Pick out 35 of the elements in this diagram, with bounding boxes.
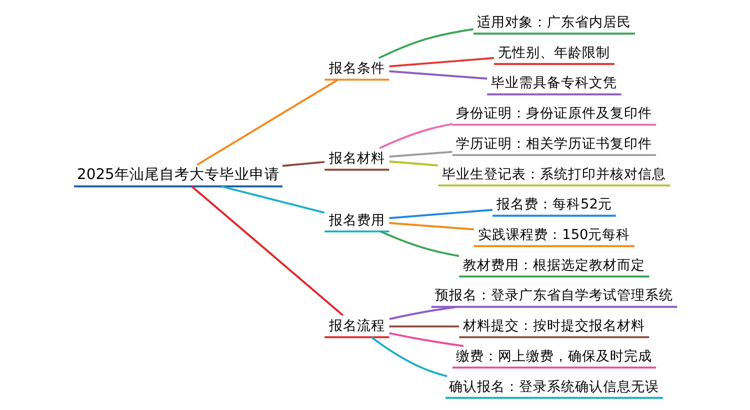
connector [196, 78, 338, 166]
connector [388, 222, 474, 230]
connector [388, 332, 464, 347]
node-text: 材料提交：按时提交报名材料 [462, 318, 645, 334]
connector [388, 70, 487, 80]
node-text: 预报名：登录广东省自学考试管理系统 [434, 288, 673, 304]
node-text: 学历证明：相关学历证书复印件 [456, 136, 652, 152]
node-text: 毕业需具备专科文凭 [490, 75, 617, 92]
connector [378, 122, 452, 150]
connector [388, 325, 459, 328]
node-text: 确认报名：登录系统确认信息无误 [448, 378, 659, 395]
node-text: 教材费用：根据选定教材而定 [462, 257, 645, 274]
node-text: 适用对象：广东省内居民 [476, 14, 631, 30]
connector [378, 28, 473, 59]
node-text: 毕业生登记表：系统打印并核对信息 [442, 166, 666, 182]
connector [388, 150, 452, 158]
connector [282, 160, 324, 167]
node-text: 报名流程 [328, 318, 384, 334]
node-text: 无性别、年龄限制 [498, 44, 610, 61]
node-text: 报名费用 [328, 212, 384, 228]
node-text: 报名条件 [328, 60, 384, 77]
node-text: 报名材料 [328, 150, 384, 167]
node-text: 缴费：网上缴费，确保及时完成 [456, 348, 652, 364]
connector [380, 230, 459, 257]
connector [388, 208, 492, 220]
node-text: 2025年汕尾自考大专毕业申请 [76, 166, 279, 184]
connector [388, 160, 438, 166]
node-text: 身份证明：身份证原件及复印件 [456, 106, 652, 122]
connector [388, 57, 494, 68]
connector [190, 186, 343, 316]
connector [388, 306, 457, 320]
node-text: 实践课程费：150元每科 [478, 226, 630, 243]
connector [220, 185, 324, 214]
connector [370, 336, 447, 378]
node-text: 报名费：每科52元 [496, 196, 612, 213]
